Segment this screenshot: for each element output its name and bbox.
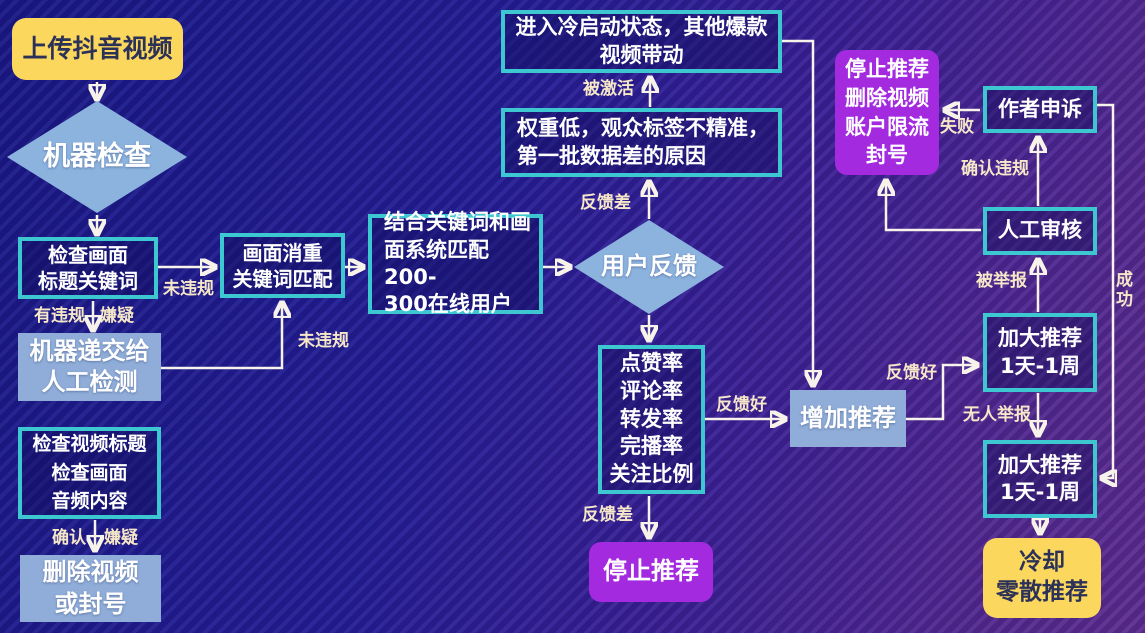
node-check-video-content: 检查视频标题 检查画面 音频内容 bbox=[18, 427, 161, 519]
edge-label-feedback-good-1: 反馈好 bbox=[716, 395, 767, 415]
node-match-online-users: 结合关键词和画 面系统匹配200- 300在线用户 bbox=[368, 210, 543, 316]
node-cooldown-scatter: 冷却 零散推荐 bbox=[983, 538, 1101, 618]
node-author-appeal: 作者申诉 bbox=[983, 86, 1097, 133]
node-boost-recommend-2: 加大推荐 1天-1周 bbox=[983, 440, 1097, 518]
node-user-feedback: 用户反馈 bbox=[574, 220, 724, 314]
node-check-frame-keywords: 检查画面 标题关键词 bbox=[18, 237, 158, 299]
edge-label-fail: 失败 bbox=[940, 117, 974, 137]
edge-label-reported: 被举报 bbox=[976, 271, 1027, 291]
edge-label-activated: 被激活 bbox=[583, 79, 634, 99]
edge-label-feedback-bad-down: 反馈差 bbox=[582, 505, 633, 525]
edge-label-suspect-2: 嫌疑 bbox=[104, 528, 138, 548]
node-submit-to-manual: 机器递交给 人工检测 bbox=[18, 333, 161, 401]
node-cold-start: 进入冷启动状态，其他爆款 视频带动 bbox=[501, 10, 782, 73]
node-stop-recommend: 停止推荐 bbox=[589, 542, 713, 602]
edge-label-feedback-bad-up: 反馈差 bbox=[580, 193, 631, 213]
edge-label-success: 成功 bbox=[1116, 270, 1133, 311]
node-manual-review: 人工审核 bbox=[983, 207, 1097, 255]
edge-label-not-violating-1: 未违规 bbox=[163, 279, 214, 299]
node-low-weight-reason: 权重低，观众标签不精准， 第一批数据差的原因 bbox=[501, 108, 782, 177]
edge-label-suspect-1: 嫌疑 bbox=[100, 306, 134, 326]
edge-label-feedback-good-2: 反馈好 bbox=[886, 363, 937, 383]
node-delete-or-ban: 删除视频 或封号 bbox=[20, 555, 161, 622]
node-upload-video: 上传抖音视频 bbox=[12, 18, 183, 80]
node-boost-recommend-1: 加大推荐 1天-1周 bbox=[983, 313, 1097, 392]
node-stop-delete-limit-ban: 停止推荐 删除视频 账户限流 封号 bbox=[835, 50, 939, 175]
edge-label-not-violating-2: 未违规 bbox=[298, 331, 349, 351]
edge-label-no-report: 无人举报 bbox=[963, 405, 1031, 425]
node-increase-recommend: 增加推荐 bbox=[790, 390, 906, 447]
node-engagement-metrics: 点赞率 评论率 转发率 完播率 关注比例 bbox=[598, 345, 705, 494]
edge-label-confirm-violation: 确认违规 bbox=[961, 159, 1029, 179]
edge-label-confirm: 确认 bbox=[52, 528, 86, 548]
node-frame-dedup: 画面消重 关键词匹配 bbox=[220, 233, 345, 298]
edge-label-violating: 有违规 bbox=[34, 306, 85, 326]
node-machine-check: 机器检查 bbox=[7, 101, 187, 213]
